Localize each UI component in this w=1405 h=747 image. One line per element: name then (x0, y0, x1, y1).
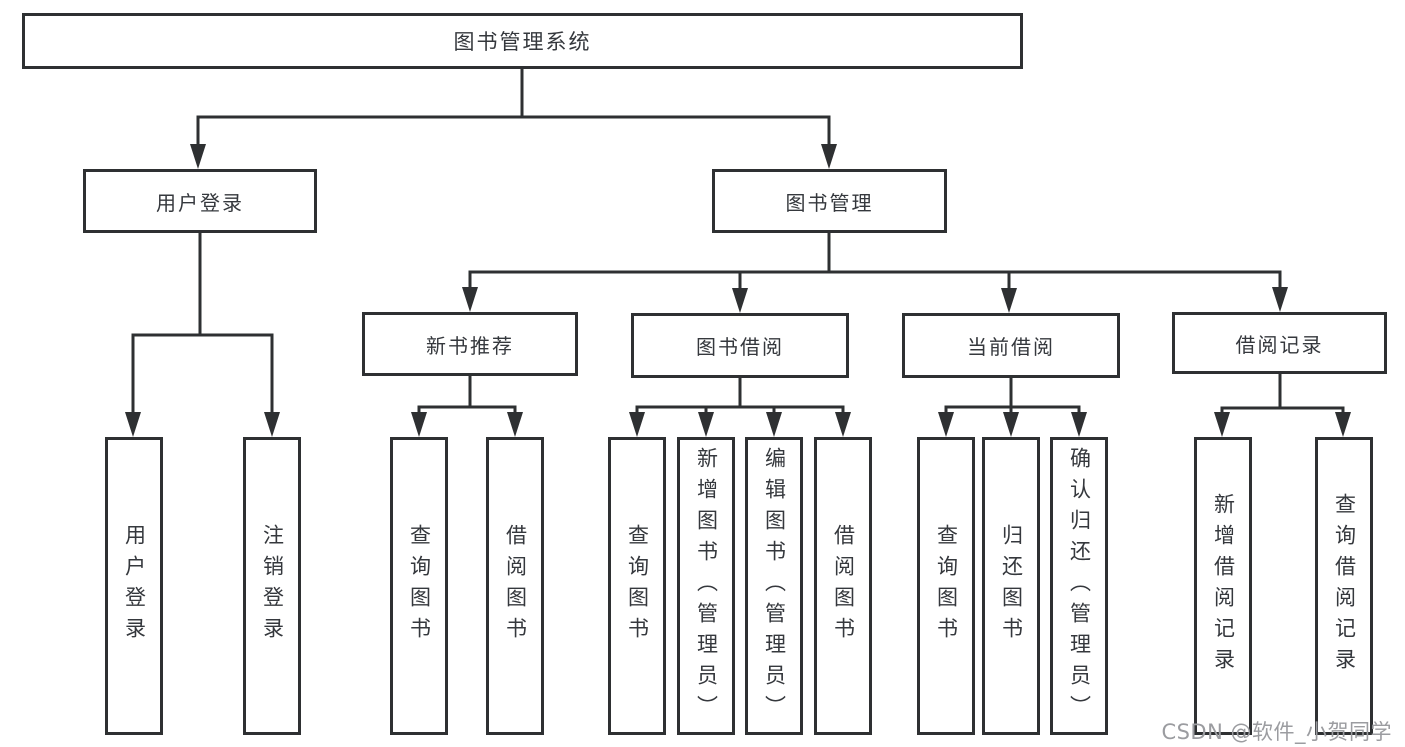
connector-root-to-level2 (190, 69, 837, 169)
leaf-logout: 注销登录 (243, 437, 301, 735)
leaf-add-books-admin: 新增图书（管理员） (677, 437, 735, 735)
leaf-query-borrow-record: 查询借阅记录 (1315, 437, 1373, 735)
connector-book-borrow-children (629, 378, 851, 437)
leaf-query-books-current: 查询图书 (917, 437, 975, 735)
node-user-login: 用户登录 (83, 169, 317, 233)
leaf-user-login: 用户登录 (105, 437, 163, 735)
node-library-management-system: 图书管理系统 (22, 13, 1023, 69)
node-borrowing-records: 借阅记录 (1172, 312, 1387, 374)
connector-book-management-children (462, 233, 1288, 313)
connector-current-borrow-children (938, 378, 1087, 437)
leaf-query-books-recommend: 查询图书 (390, 437, 448, 735)
node-book-borrowing: 图书借阅 (631, 313, 849, 378)
connector-borrow-record-children (1214, 374, 1351, 437)
leaf-edit-books-admin: 编辑图书（管理员） (745, 437, 803, 735)
node-book-management: 图书管理 (712, 169, 947, 233)
leaf-borrow-books: 借阅图书 (814, 437, 872, 735)
leaf-add-borrow-record: 新增借阅记录 (1194, 437, 1252, 735)
leaf-borrow-books-recommend: 借阅图书 (486, 437, 544, 735)
leaf-query-books-borrow: 查询图书 (608, 437, 666, 735)
leaf-confirm-return-admin: 确认归还（管理员） (1050, 437, 1108, 735)
connector-new-book-children (411, 376, 523, 437)
connector-user-login-children (125, 232, 280, 437)
node-current-borrowing: 当前借阅 (902, 313, 1120, 378)
node-new-book-recommendation: 新书推荐 (362, 312, 578, 376)
leaf-return-books: 归还图书 (982, 437, 1040, 735)
